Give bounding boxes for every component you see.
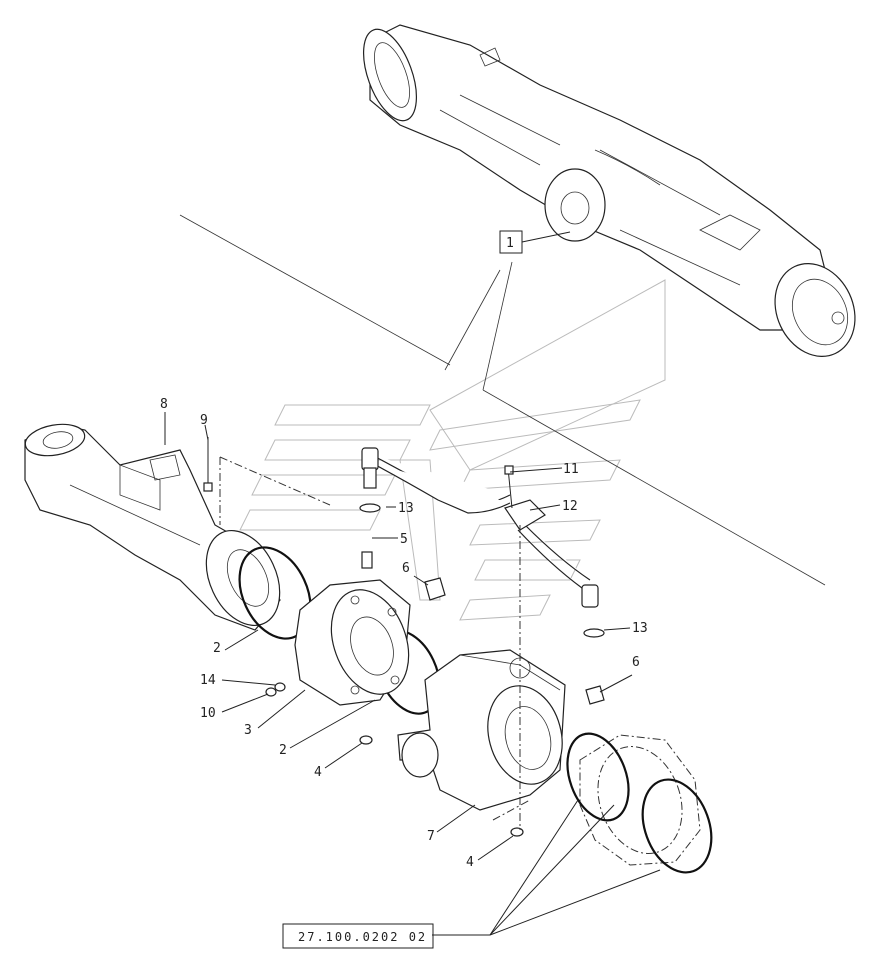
callout-9: 9	[200, 413, 208, 428]
callout-13b: 13	[632, 621, 648, 636]
axle-assembly	[363, 24, 856, 357]
callout-8: 8	[160, 397, 168, 412]
callout-6a: 6	[402, 561, 410, 576]
construction-lines	[179, 214, 826, 586]
intermediate-housing-part-3	[294, 579, 411, 706]
callout-5: 5	[400, 532, 408, 547]
callout-7: 7	[427, 829, 435, 844]
callout-2a: 2	[213, 641, 221, 656]
axle-beam-part-8	[24, 423, 281, 631]
reference-number: 27.100.0202 02	[298, 930, 427, 944]
wheel-hub-dashed	[579, 734, 701, 866]
callout-6b: 6	[632, 655, 640, 670]
callout-10: 10	[200, 706, 216, 721]
gearbox-housing-part-7	[397, 649, 566, 811]
callout-14: 14	[200, 673, 216, 688]
callout-3: 3	[244, 723, 252, 738]
callout-12: 12	[562, 499, 578, 514]
o-ring-2a	[238, 546, 312, 640]
callout-4a: 4	[314, 765, 322, 780]
callout-4b: 4	[466, 855, 474, 870]
callout-11: 11	[563, 462, 579, 477]
alignment-centerlines	[219, 456, 531, 830]
leader-lines	[164, 412, 661, 936]
watermark-logo	[239, 279, 666, 621]
callout-13a: 13	[398, 501, 414, 516]
reference-box-1: 1	[499, 230, 571, 254]
o-ring-hub-b	[641, 778, 713, 874]
oil-pipe-assembly	[203, 437, 605, 837]
reference-box-bottom: 27.100.0202 02	[282, 923, 434, 949]
o-ring-hub-a	[566, 732, 630, 822]
callout-2b: 2	[279, 743, 287, 758]
callout-1: 1	[506, 236, 514, 251]
